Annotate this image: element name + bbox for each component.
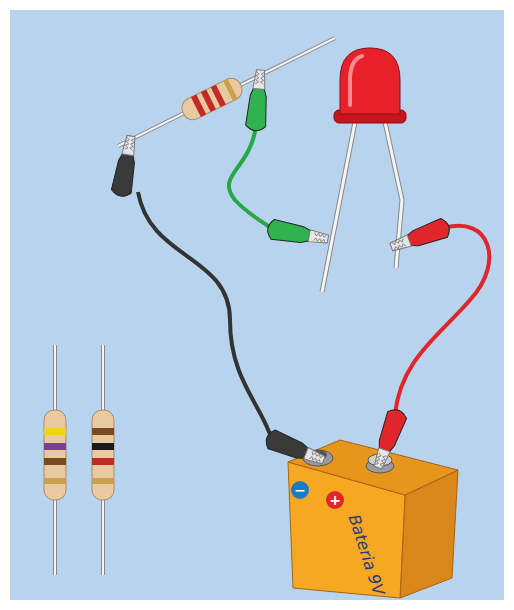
resistor-in-circuit: [118, 38, 335, 146]
led: [322, 122, 355, 292]
black-clip: [111, 134, 141, 198]
led: [350, 56, 362, 105]
led: [340, 48, 400, 114]
green-clip: [266, 219, 330, 249]
resistor-in-circuit: [211, 85, 226, 107]
resistor-in-circuit: [118, 38, 335, 146]
battery-9v: [288, 440, 458, 598]
resistor-loose-1: [44, 410, 66, 500]
red-wire: [395, 226, 489, 415]
resistor-loose-2: [92, 428, 114, 435]
green-clip: [245, 69, 270, 132]
red-clip: [369, 407, 409, 471]
red-clip: [388, 217, 452, 257]
green-wire: [229, 126, 273, 229]
resistor-loose-2: [92, 345, 114, 575]
black-clip: [263, 428, 327, 469]
resistor-loose-1: [44, 345, 66, 575]
resistor-in-circuit: [223, 79, 237, 101]
resistor-in-circuit: [178, 75, 245, 123]
resistor-loose-1: [44, 428, 66, 435]
resistor-loose-2: [92, 458, 114, 465]
led: [322, 122, 355, 292]
resistor-loose-2: [92, 478, 114, 484]
resistor-in-circuit: [178, 75, 245, 123]
polarity-sign: +: [329, 493, 341, 507]
resistor-in-circuit: [118, 38, 335, 146]
resistor-loose-2: [92, 443, 114, 450]
plus-mark: [326, 491, 344, 509]
battery-9v: [288, 440, 458, 495]
resistor-loose-2: [92, 410, 114, 500]
led: [322, 48, 406, 292]
resistor-loose-1: [44, 458, 66, 465]
black-wire: [138, 192, 272, 440]
resistor-loose-1: [44, 443, 66, 450]
resistor-loose-1: [44, 478, 66, 484]
polarity-sign: −: [294, 483, 306, 497]
minus-mark: [291, 481, 309, 499]
background-panel: [10, 10, 504, 600]
